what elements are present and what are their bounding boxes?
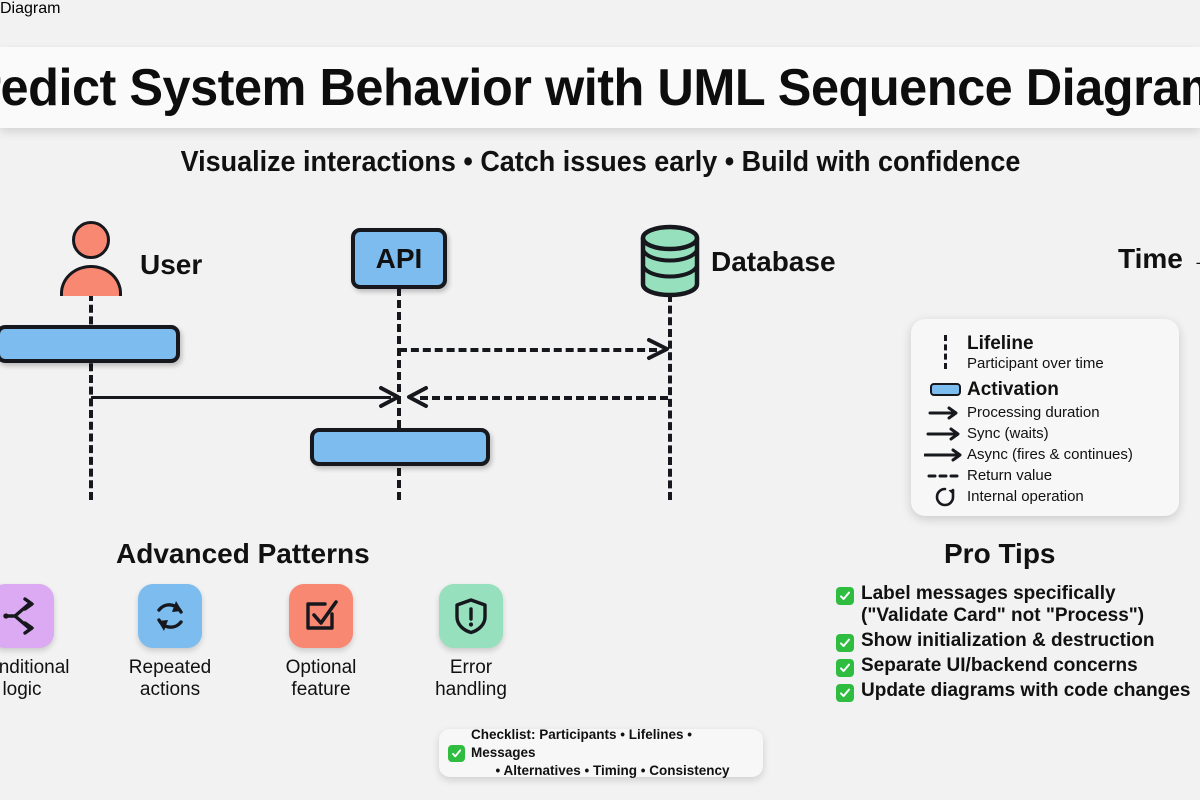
pro-tip-text: Show initialization & destruction (861, 630, 1155, 652)
checklist-line-2: • Alternatives • Timing • Consistency (495, 763, 730, 779)
page-title: Predict System Behavior with UML Sequenc… (0, 58, 1200, 117)
branch-split-icon (3, 597, 34, 635)
pro-tip-item: Separate UI/backend concerns (836, 655, 1200, 678)
legend-icon-activation-swatch (923, 383, 967, 396)
participant-database: Database (639, 224, 836, 298)
pro-tip-text: Separate UI/backend concerns (861, 655, 1138, 677)
legend-row-activation: Activation (923, 377, 1169, 402)
legend-row-async: Async (fires & continues) (923, 444, 1169, 465)
actor-head-icon (72, 221, 110, 259)
legend-row-internal: Internal operation (923, 486, 1169, 507)
legend-label-activation: Activation (967, 378, 1059, 400)
participant-label-database: Database (711, 246, 836, 277)
legend-label-sync: Sync (waits) (967, 425, 1049, 442)
sequence-diagram: User API Database Time → (0, 205, 1200, 515)
arrowhead-api-to-database (647, 338, 669, 360)
pattern-error-handling: Error handling (421, 584, 521, 701)
pattern-label-repeated: Repeated actions (128, 657, 212, 700)
pro-tip-item: Update diagrams with code changes (836, 680, 1200, 703)
pattern-tile-conditional (0, 584, 54, 648)
time-axis-label: Time → (1118, 243, 1200, 274)
actor-body-icon (60, 265, 122, 296)
message-api-to-database (399, 348, 657, 352)
check-icon (836, 684, 854, 703)
pattern-label-conditional: Conditional logic (0, 657, 70, 700)
pattern-tile-repeated (138, 584, 202, 648)
check-icon (836, 634, 854, 653)
page-subtitle: Visualize interactions • Catch issues ea… (180, 146, 1020, 178)
pattern-tile-optional (289, 584, 353, 648)
lifeline-api (397, 288, 401, 500)
check-icon (448, 744, 465, 762)
message-database-to-api (420, 396, 668, 400)
pattern-conditional-logic: Conditional logic (0, 584, 72, 701)
participant-label-user: User (140, 249, 203, 280)
pattern-repeated-actions: Repeated actions (120, 584, 220, 701)
legend-label-lifeline-sub: Participant over time (967, 354, 1104, 372)
loop-refresh-icon (157, 601, 183, 631)
check-icon (836, 587, 854, 605)
pro-tips-list: Label messages specifically ("Validate C… (836, 583, 1200, 705)
legend-label-internal: Internal operation (967, 488, 1084, 505)
lifeline-database (668, 294, 672, 500)
legend-icon-arrow-long (923, 447, 967, 463)
legend-label-async: Async (fires & continues) (967, 446, 1133, 463)
title-band: Predict System Behavior with UML Sequenc… (0, 47, 1200, 128)
legend-icon-circular-arrow (923, 486, 967, 508)
checklist-line-1: Checklist: Participants • Lifelines • Me… (471, 726, 693, 760)
pro-tip-item: Label messages specifically ("Validate C… (836, 583, 1200, 627)
pro-tip-item: Show initialization & destruction (836, 630, 1200, 653)
message-user-to-api (91, 396, 391, 399)
database-cylinder-icon (640, 224, 700, 298)
activation-bar-user (0, 325, 180, 363)
legend-label-return: Return value (967, 467, 1053, 484)
legend-icon-dashed-arrow (923, 470, 967, 482)
shield-alert-icon (455, 598, 487, 635)
checklist-card: Checklist: Participants • Lifelines • Me… (439, 726, 763, 779)
legend-row-sync: Sync (waits) (923, 423, 1169, 444)
participant-api: API (351, 228, 447, 289)
pattern-optional-feature: Optional feature (271, 584, 371, 701)
pattern-tile-error (439, 584, 503, 648)
legend-row-processing: Processing duration (923, 402, 1169, 423)
activation-bar-api (310, 428, 490, 466)
legend-icon-arrow-medium (923, 426, 967, 442)
participant-label-api: API (375, 242, 423, 274)
pro-tip-text: Update diagrams with code changes (861, 680, 1191, 702)
pro-tip-text: Label messages specifically ("Validate C… (861, 583, 1145, 627)
arrowhead-user-to-api (379, 386, 400, 408)
pattern-label-error: Error handling (435, 657, 507, 700)
pattern-label-optional: Optional feature (285, 657, 357, 700)
legend-card: Lifeline Participant over time Activatio… (911, 319, 1179, 516)
checkbox-checked-icon (306, 600, 338, 630)
legend-row-return: Return value (923, 465, 1169, 486)
pro-tips-heading: Pro Tips (944, 538, 1056, 569)
check-icon (836, 659, 854, 678)
legend-icon-arrow-short (923, 405, 967, 421)
legend-label-lifeline: Lifeline (967, 332, 1034, 354)
legend-label-processing: Processing duration (967, 404, 1100, 421)
advanced-patterns-heading: Advanced Patterns (116, 538, 370, 569)
legend-icon-dashed-line (923, 330, 967, 374)
arrowhead-database-to-api (407, 386, 428, 408)
